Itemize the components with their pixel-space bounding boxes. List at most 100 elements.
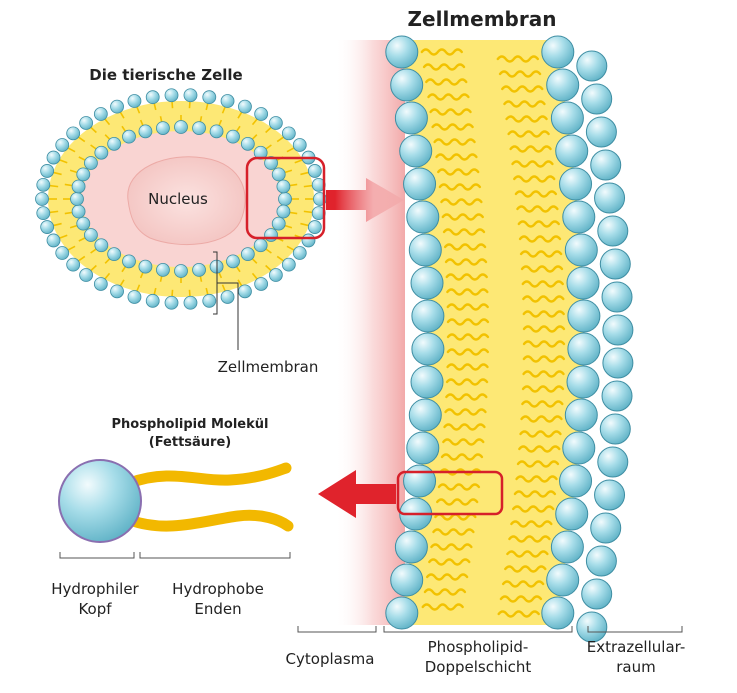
bilayer-tail xyxy=(445,393,488,401)
bilayer-tail xyxy=(446,333,490,341)
head-label-line1: Hydrophiler xyxy=(51,580,139,598)
cell-head xyxy=(79,116,94,130)
bilayer-tail xyxy=(521,400,564,408)
cell-head xyxy=(240,247,255,262)
cell-head xyxy=(156,263,170,277)
zoom-out-arrow xyxy=(318,470,396,518)
bilayer-tail xyxy=(505,115,548,123)
bilayer-tail xyxy=(521,280,564,288)
cell-title: Die tierische Zelle xyxy=(89,66,242,84)
bilayer-head xyxy=(567,332,601,366)
cell-head xyxy=(110,284,124,299)
bilayer-tail xyxy=(446,303,489,311)
cell-head xyxy=(253,238,268,253)
bilayer-tail xyxy=(511,505,555,513)
bilayer-head xyxy=(566,365,600,399)
bilayer-head xyxy=(406,200,440,234)
bilayer-tail xyxy=(440,198,483,206)
cell-head xyxy=(220,94,235,108)
bilayer-tail xyxy=(522,310,565,318)
bilayer-head xyxy=(559,464,593,498)
bilayer-head xyxy=(406,431,440,465)
cell-head xyxy=(36,206,51,221)
bilayer-head xyxy=(564,233,598,267)
bilayer-tail xyxy=(519,430,562,438)
cell-head xyxy=(127,290,142,304)
bilayer-tail xyxy=(506,550,549,558)
bilayer-tail xyxy=(511,160,554,168)
cell-head xyxy=(55,138,70,152)
bilayer-tail xyxy=(446,363,489,371)
bilayer-head xyxy=(601,281,633,313)
bilayer-head xyxy=(410,365,444,399)
bilayer-head xyxy=(394,530,428,564)
cell-head xyxy=(156,121,170,135)
bilayer-head xyxy=(390,68,424,102)
cell-head xyxy=(94,145,109,160)
bilayer-head xyxy=(559,167,593,201)
bilayer-tail xyxy=(518,235,562,243)
bilayer-head xyxy=(403,464,437,498)
bilayer-head xyxy=(562,431,596,465)
bilayer-tail xyxy=(445,273,488,281)
bilayer-tail xyxy=(432,528,475,536)
bilayer-tail xyxy=(519,250,563,258)
bilayer-tail xyxy=(443,243,487,251)
bilayer-tail xyxy=(510,520,553,528)
cell-head xyxy=(76,167,91,182)
tail-bracket xyxy=(139,552,291,559)
cell-head xyxy=(76,216,91,231)
bilayer-tail xyxy=(513,490,557,498)
cell-head xyxy=(278,192,292,206)
cell-head xyxy=(70,192,84,206)
bilayer-tail xyxy=(420,48,464,56)
cell-head xyxy=(174,264,188,278)
cell-head xyxy=(254,107,269,121)
cell-head xyxy=(209,124,224,139)
bilayer-head xyxy=(541,596,575,630)
bilayer-head xyxy=(550,101,584,135)
cell-head xyxy=(46,150,61,165)
cell-head xyxy=(138,124,153,139)
bilayer-head xyxy=(581,83,613,115)
bilayer-head xyxy=(590,149,622,181)
bilayer-tail xyxy=(498,70,542,78)
cell-head xyxy=(226,254,240,269)
bilayer-tail xyxy=(499,595,543,603)
bilayer-tail xyxy=(514,190,558,198)
cell-head xyxy=(202,293,217,308)
molecule-title-line2: (Fettsäure) xyxy=(149,435,231,450)
bilayer-tail xyxy=(446,318,490,326)
cell-head xyxy=(240,136,255,151)
bilayer-tail xyxy=(522,355,566,363)
cell-head xyxy=(79,268,94,282)
cell-head xyxy=(55,246,70,260)
cell-head xyxy=(276,179,291,194)
bilayer-tail xyxy=(520,415,563,423)
cytoplasm-bracket xyxy=(297,626,377,633)
bilayer-tail xyxy=(442,228,486,236)
bilayer-tails xyxy=(420,48,566,618)
cell-head xyxy=(110,99,124,114)
head-label-line2: Kopf xyxy=(78,600,112,618)
cell-head xyxy=(292,138,307,152)
bilayer-head xyxy=(411,332,445,366)
bilayer-bracket xyxy=(383,626,573,633)
bilayer-tail xyxy=(520,265,564,273)
bilayer-head xyxy=(602,314,634,346)
cell-membrane-label: Zellmembran xyxy=(218,358,319,376)
bilayer-tail xyxy=(442,438,485,446)
bilayer-head xyxy=(581,578,613,610)
bilayer-tail xyxy=(430,543,473,551)
bilayer-tail xyxy=(446,348,490,356)
cell-head xyxy=(220,290,235,304)
cell-head xyxy=(192,121,206,135)
diagram-title: Zellmembran xyxy=(408,7,557,31)
cell-highlight-box xyxy=(245,156,326,240)
cell-head xyxy=(145,90,160,105)
bilayer-head xyxy=(601,380,633,412)
bilayer-head xyxy=(567,299,601,333)
cell-head xyxy=(192,263,206,277)
cell-head xyxy=(66,257,81,272)
bilayer-head xyxy=(564,398,598,432)
